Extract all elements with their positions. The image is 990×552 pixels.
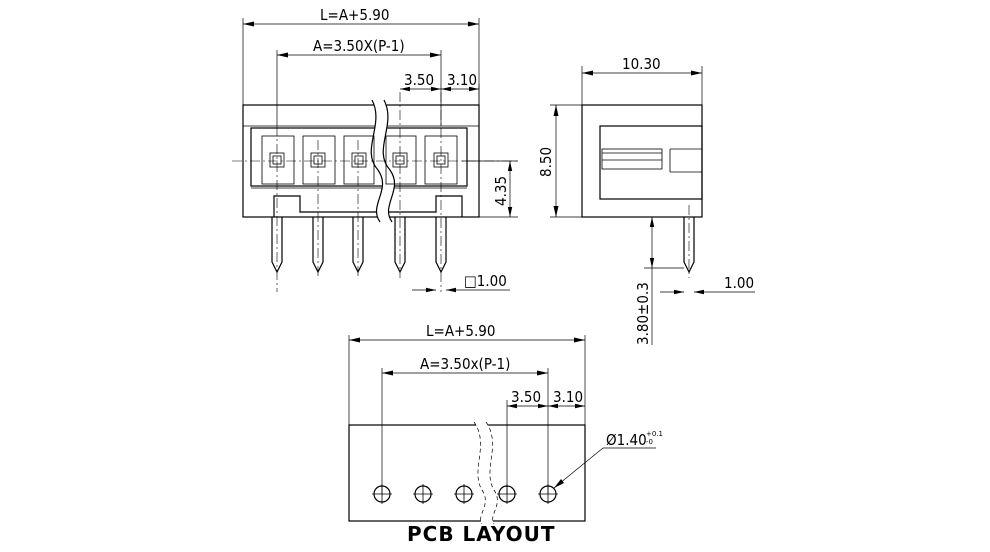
contact-cell [302, 135, 336, 185]
pcb-overall-length-label: L=A+5.90 [426, 322, 495, 340]
pitch-span-label: A=3.50X(P-1) [313, 37, 405, 55]
front-view: L=A+5.90 A=3.50X(P-1) 3.50 3.10 4.35 □1.… [232, 6, 520, 293]
pcb-layout-title: PCB LAYOUT [407, 522, 556, 546]
pin-length-label: 3.80±0.3 [634, 282, 652, 345]
side-view: 10.30 8.50 3.80±0.3 1.00 [537, 55, 755, 345]
pin [352, 140, 364, 278]
overall-length-label: L=A+5.90 [320, 6, 389, 24]
hole-tolerance-minus: -0 [646, 438, 653, 446]
pcb-pitch-label: 3.50 [511, 388, 541, 406]
side-pin [683, 205, 695, 278]
front-housing-opening [250, 127, 468, 187]
pin-height-label: 4.35 [492, 176, 510, 206]
pitch-label: 3.50 [404, 71, 434, 89]
pin [394, 92, 406, 278]
pin [435, 92, 447, 292]
hole-diameter-label: Ø1.40 [606, 431, 647, 449]
pcb-hole [413, 484, 433, 504]
pcb-end-offset-label: 3.10 [553, 388, 583, 406]
pin [271, 126, 283, 292]
height-label: 8.50 [537, 147, 555, 177]
pcb-pitch-span-label: A=3.50x(P-1) [420, 355, 510, 373]
pcb-layout-view: L=A+5.90 A=3.50x(P-1) 3.50 3.10 Ø1.40 +0… [348, 322, 663, 546]
contact-cell [343, 135, 375, 185]
hole-tolerance-plus: +0.1 [646, 430, 663, 438]
end-offset-label: 3.10 [447, 71, 477, 89]
pin-width-label: 1.00 [724, 274, 754, 292]
pcb-outline [348, 424, 586, 522]
pin [312, 140, 324, 278]
pcb-hole [454, 484, 474, 504]
contact-cell [261, 135, 295, 185]
depth-label: 10.30 [622, 55, 661, 73]
pin-square-label: □1.00 [464, 272, 507, 290]
